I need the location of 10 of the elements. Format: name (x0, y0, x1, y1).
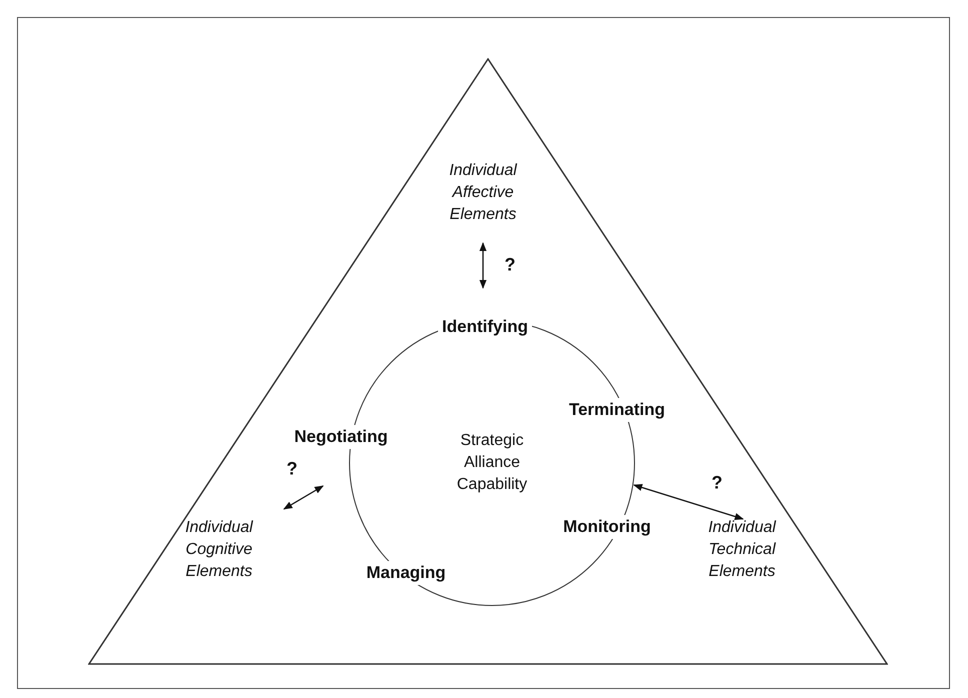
element-text: Individual Cognitive Elements (164, 517, 274, 585)
edge-label: ? (286, 458, 298, 480)
edge-label: ? (712, 472, 722, 494)
edge-label: ? (504, 254, 516, 276)
element-text: Individual Technical Elements (687, 517, 797, 585)
double-arrow (633, 484, 744, 520)
element-text: Individual Affective Elements (428, 160, 538, 228)
double-arrow (479, 242, 487, 289)
double-arrow (283, 485, 324, 510)
circle-text: Strategic Alliance Capability (456, 431, 528, 495)
